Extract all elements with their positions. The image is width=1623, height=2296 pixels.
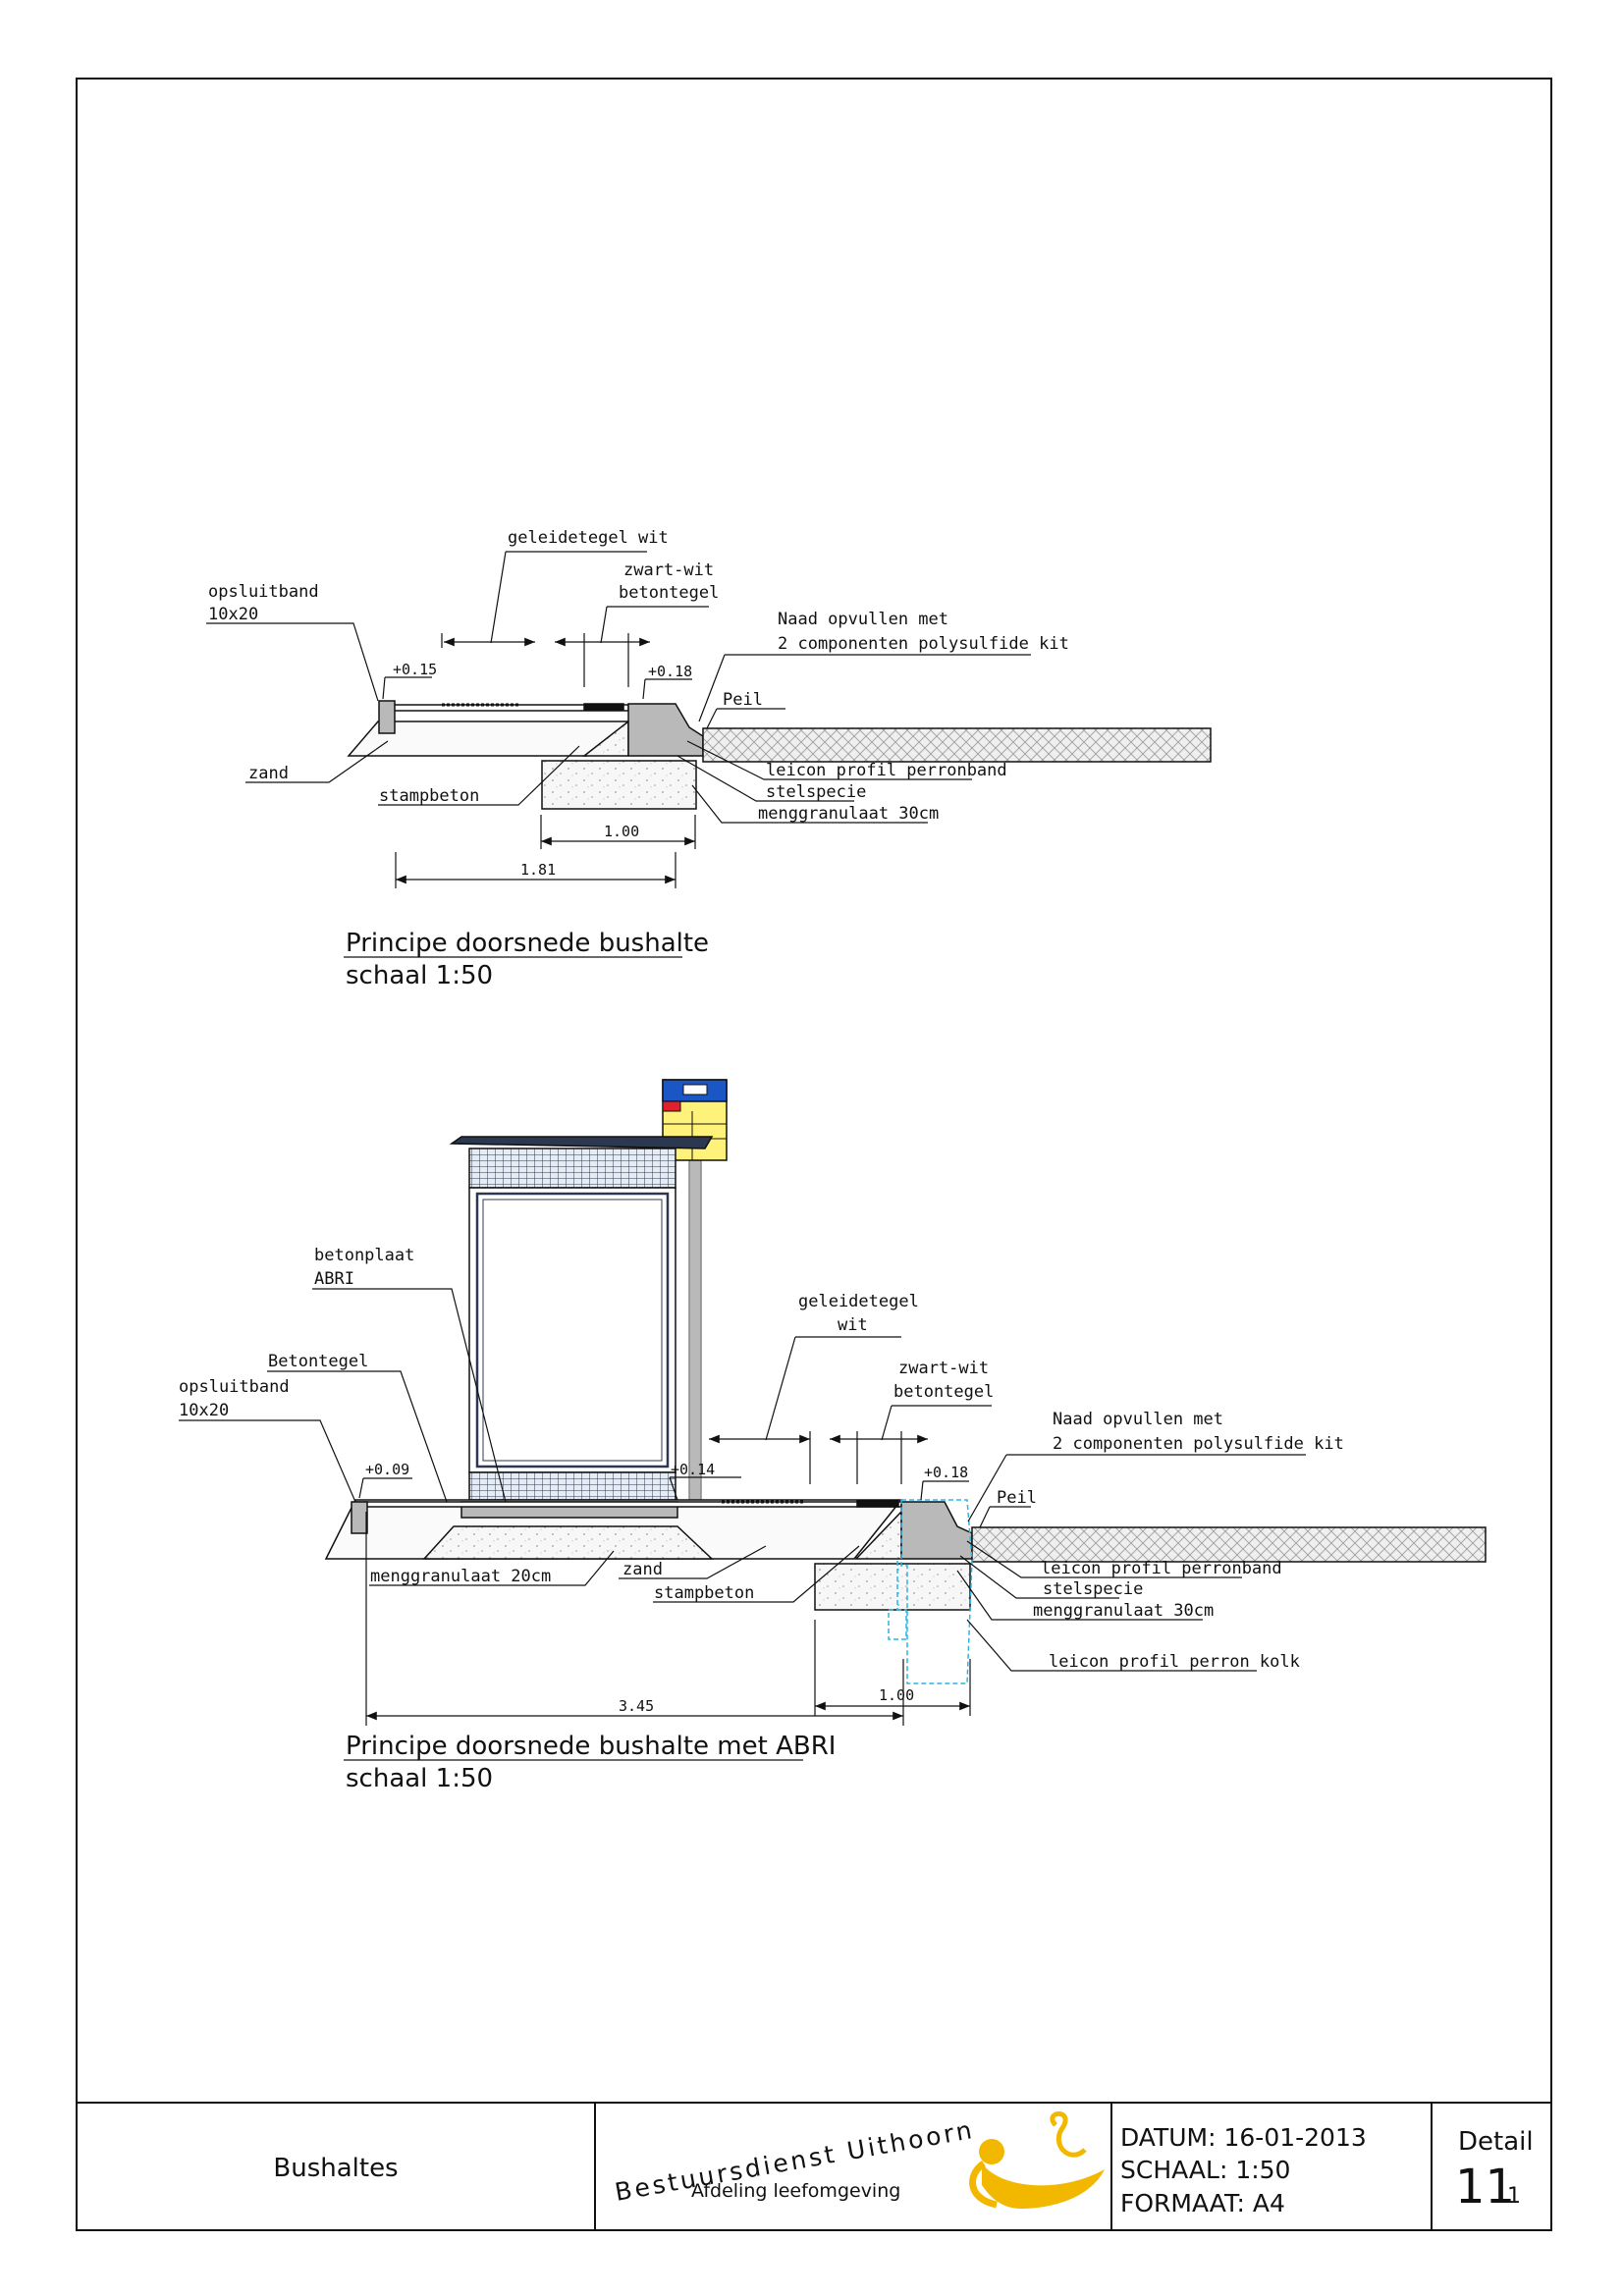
perron-kolk bbox=[888, 1499, 973, 1684]
label-naad-2: 2 componenten polysulfide kit bbox=[778, 634, 1069, 654]
label2-peil: Peil bbox=[997, 1488, 1037, 1508]
label2-stelspecie: stelspecie bbox=[1043, 1579, 1143, 1599]
label2-menggranulaat-20: menggranulaat 20cm bbox=[370, 1567, 551, 1586]
label2-geleidetegel-2: wit bbox=[838, 1315, 868, 1335]
diagram-2-annotations bbox=[179, 1288, 1306, 1761]
diagram-1-title: Principe doorsnede bushalte bbox=[346, 929, 709, 958]
menggranulaat-20-layer bbox=[422, 1525, 714, 1560]
zwart-wit-tile-2 bbox=[856, 1500, 899, 1508]
road-surface bbox=[702, 727, 1212, 763]
title-block-subject: Bushaltes bbox=[273, 2154, 398, 2183]
stampbeton-block-2 bbox=[814, 1563, 971, 1611]
diagram-2-title: Principe doorsnede bushalte met ABRI bbox=[346, 1732, 836, 1761]
label-dim-100: 1.00 bbox=[604, 823, 639, 840]
label2-zwartwit-1: zwart-wit bbox=[898, 1359, 989, 1378]
label-level-018: +0.18 bbox=[648, 663, 692, 680]
leicon-kerb-2 bbox=[900, 1501, 973, 1560]
diagram-2-section bbox=[324, 1079, 1487, 1684]
label2-stampbeton: stampbeton bbox=[654, 1583, 754, 1603]
tb-detail-number: 11 bbox=[1455, 2160, 1515, 2215]
diagram-1-annotations bbox=[206, 551, 1031, 958]
zwart-wit-tile bbox=[583, 703, 624, 711]
tb-schaal: SCHAAL: 1:50 bbox=[1120, 2156, 1290, 2184]
diagram-1-section bbox=[347, 700, 1212, 810]
abri-shelter bbox=[449, 1136, 714, 1501]
org-logo bbox=[969, 2110, 1105, 2209]
tb-detail-label: Detail bbox=[1458, 2127, 1534, 2157]
opsluitband-curb bbox=[378, 700, 396, 734]
label2-opsluitband-1: opsluitband bbox=[179, 1377, 290, 1397]
label2-leicon: leicon profil perronband bbox=[1041, 1559, 1282, 1578]
label-zand: zand bbox=[248, 764, 289, 783]
label-naad-1: Naad opvullen met bbox=[778, 610, 948, 629]
diagram-2-labels: betonplaat ABRI geleidetegel wit Betonte… bbox=[179, 1246, 1344, 1793]
label-dim-181: 1.81 bbox=[520, 861, 556, 879]
label2-dim-345: 3.45 bbox=[619, 1697, 654, 1715]
label2-zwartwit-2: betontegel bbox=[893, 1382, 994, 1402]
diagram-1-labels: geleidetegel wit zwart-wit betontegel op… bbox=[208, 528, 1069, 990]
label2-kolk: leicon profil perron kolk bbox=[1049, 1652, 1300, 1672]
label2-betontegel: Betontegel bbox=[268, 1352, 368, 1371]
label2-opsluitband-2: 10x20 bbox=[179, 1401, 229, 1420]
label-peil: Peil bbox=[723, 690, 763, 710]
label-menggranulaat: menggranulaat 30cm bbox=[758, 804, 939, 824]
label2-dim-100: 1.00 bbox=[879, 1686, 914, 1704]
label-zwartwit-2: betontegel bbox=[619, 583, 719, 603]
label2-level-018: +0.18 bbox=[924, 1464, 968, 1481]
stampbeton-block bbox=[541, 760, 697, 810]
tb-formaat: FORMAAT: A4 bbox=[1120, 2189, 1285, 2217]
tb-detail-sub: .1 bbox=[1500, 2184, 1521, 2209]
label-stelspecie: stelspecie bbox=[766, 782, 866, 802]
diagram-1-scale: schaal 1:50 bbox=[346, 961, 493, 990]
label2-geleidetegel-1: geleidetegel bbox=[798, 1292, 919, 1311]
label2-zand: zand bbox=[622, 1560, 663, 1579]
label2-naad-2: 2 componenten polysulfide kit bbox=[1053, 1434, 1344, 1454]
title-block bbox=[77, 2102, 1551, 2230]
label2-level-009: +0.09 bbox=[365, 1461, 409, 1478]
label2-betonplaat-2: ABRI bbox=[314, 1269, 354, 1289]
label-level-015: +0.15 bbox=[393, 661, 437, 678]
label2-menggranulaat-30: menggranulaat 30cm bbox=[1033, 1601, 1214, 1621]
road-surface-2 bbox=[971, 1526, 1487, 1563]
label-opsluitband-1: opsluitband bbox=[208, 582, 319, 602]
tb-datum: DATUM: 16-01-2013 bbox=[1120, 2123, 1367, 2152]
label2-betonplaat-1: betonplaat bbox=[314, 1246, 414, 1265]
label2-level-014: +0.14 bbox=[671, 1461, 715, 1478]
leicon-kerb bbox=[627, 703, 704, 757]
opsluitband-curb-2 bbox=[351, 1501, 368, 1534]
label-leicon: leicon profil perronband bbox=[766, 761, 1007, 780]
label-geleidetegel: geleidetegel wit bbox=[508, 528, 669, 548]
label2-naad-1: Naad opvullen met bbox=[1053, 1410, 1223, 1429]
diagram-2-scale: schaal 1:50 bbox=[346, 1764, 493, 1793]
sign-pole bbox=[688, 1155, 702, 1513]
org-department: Afdeling leefomgeving bbox=[691, 2180, 900, 2202]
label-zwartwit-1: zwart-wit bbox=[623, 561, 714, 580]
sheet-border bbox=[76, 78, 1552, 2231]
label-stampbeton: stampbeton bbox=[379, 786, 479, 806]
label-opsluitband-2: 10x20 bbox=[208, 605, 258, 624]
